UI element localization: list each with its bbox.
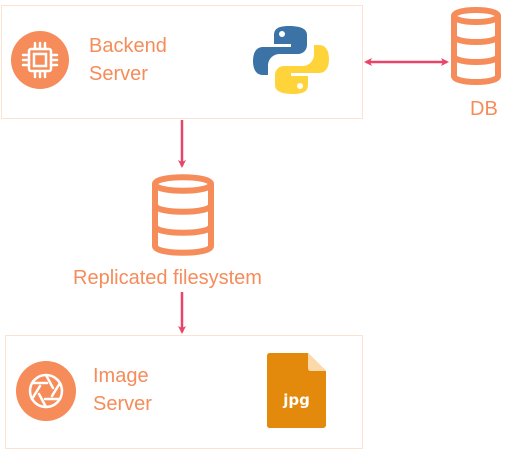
backend-label-line2: Server xyxy=(89,63,148,85)
camera-shutter-icon xyxy=(16,361,76,421)
python-logo-icon xyxy=(253,26,329,94)
replicated-filesystem-label: Replicated filesystem xyxy=(73,267,262,289)
jpg-file-shape xyxy=(267,353,326,428)
db-label: DB xyxy=(470,98,498,120)
image-server-label: Image Server xyxy=(93,362,152,418)
backend-server-label: Backend Server xyxy=(89,32,167,88)
backend-label-line1: Backend xyxy=(89,35,167,57)
image-label-line2: Server xyxy=(93,393,152,415)
replicated-database-icon xyxy=(152,174,214,256)
cpu-chip-icon xyxy=(11,31,69,89)
image-label-line1: Image xyxy=(93,365,149,387)
db-database-icon xyxy=(451,7,501,85)
jpg-file-icon: jpg xyxy=(267,353,326,428)
jpg-file-label: jpg xyxy=(283,391,310,409)
